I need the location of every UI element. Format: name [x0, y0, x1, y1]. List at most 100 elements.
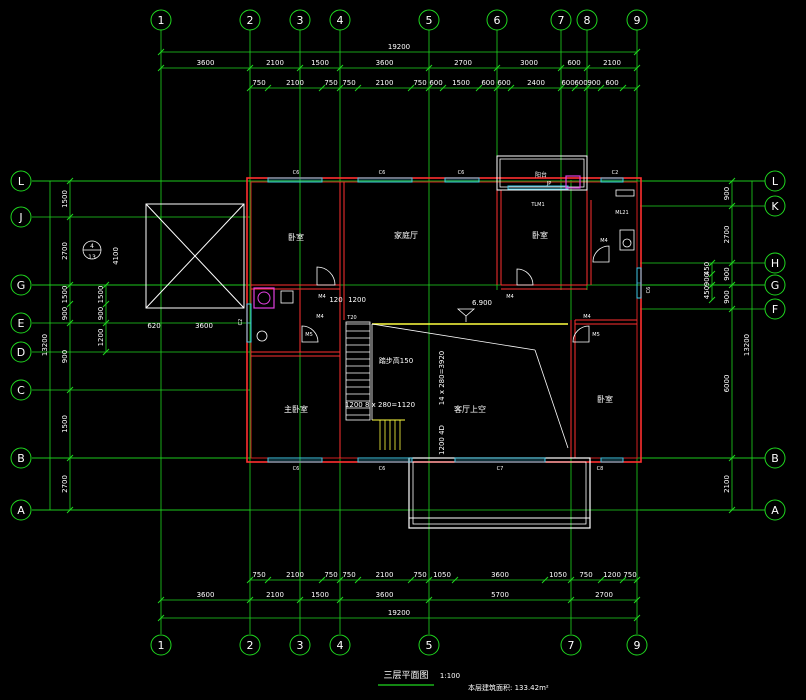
dim-top-row1-tick: [633, 64, 641, 72]
dim-top-row2-tick: [318, 84, 326, 92]
stair-flight: [345, 321, 371, 421]
dim-left-col1-tick: [66, 213, 74, 221]
axis-bubble-top: 7: [558, 14, 565, 27]
washer-icon: [565, 175, 581, 189]
door-label: M5: [305, 332, 313, 338]
window-label-bottom: C8: [597, 466, 604, 472]
room-label-terrace: 阳台: [535, 171, 547, 179]
dim-bottom-row1-value: 2100: [286, 571, 304, 579]
dim-top-row1-tick: [296, 64, 304, 72]
dim-bottom-row2-tick: [567, 596, 575, 604]
dim-bottom-row1-tick: [451, 576, 459, 584]
axis-bubble-left: C: [17, 384, 25, 397]
axis-bubble-bottom: 5: [426, 639, 433, 652]
dim-bottom-row2-tick: [633, 596, 641, 604]
dim-top-row2-tick: [571, 84, 579, 92]
dim-top-row2-value: 600: [481, 79, 494, 87]
dim-right-col1-value: 900: [723, 290, 731, 303]
axis-bubble-top-circle: [550, 9, 572, 31]
dim-bottom-row1-value: 1050: [549, 571, 567, 579]
door-label: M4: [583, 314, 591, 320]
drawing-area: 本层建筑面积: 133.42m²: [468, 683, 549, 692]
dim-top-row1-tick: [425, 64, 433, 72]
door-bedroom-e: [572, 325, 590, 343]
dim-top-row2-tick: [264, 84, 272, 92]
dim-right-col1-tick: [728, 454, 736, 462]
axis-bubble-top: 6: [494, 14, 501, 27]
axis-bubble-left-circle: [10, 312, 32, 334]
door-label: M4: [600, 238, 608, 244]
dim-left-col2-value: 1500: [97, 286, 105, 304]
toilet-icon-ne: [619, 229, 635, 251]
dim-top-row1-value: 2100: [266, 59, 284, 67]
dim-top-row2-tick: [246, 84, 254, 92]
dim-right-col2-tick: [708, 281, 716, 289]
dim-top-row2-tick: [354, 84, 362, 92]
dim-top-row2-tick: [597, 84, 605, 92]
axis-grid-lines: [32, 30, 765, 634]
dim-left-col1-value: 1500: [61, 190, 69, 208]
dim-top-row2-tick: [425, 84, 433, 92]
room-label-living-upper: 客厅上空: [454, 404, 486, 414]
dim-left-col1-tick: [66, 454, 74, 462]
toilet-bowl-icon: [622, 238, 632, 248]
dim-left-col2-tick: [102, 300, 110, 308]
axis-bubble-left: B: [17, 452, 25, 465]
sink-ne-icon: [615, 189, 635, 197]
axis-bubble-top-circle: [576, 9, 598, 31]
stair-calc2-label: 14 x 280=3920: [438, 351, 446, 406]
window-label-bottom: C6: [379, 466, 386, 472]
dim-bottom-row1-value: 750: [342, 571, 355, 579]
dim-bottom-row1-tick: [567, 576, 575, 584]
axis-bubble-right-circle: [764, 170, 786, 192]
dim-bottom-row1-tick: [633, 576, 641, 584]
axis-bubble-bottom-circle: [626, 634, 648, 656]
axis-bubble-right: G: [771, 279, 780, 292]
dim-top-row2-value: 750: [413, 79, 426, 87]
dim-tick: [633, 48, 641, 56]
axis-bubble-bottom-circle: [150, 634, 172, 656]
dim-right-col1-tick: [728, 281, 736, 289]
dim-left-col1-tick: [66, 300, 74, 308]
dim-right-col1-tick: [728, 202, 736, 210]
door-label-terrace2: ML21: [615, 210, 628, 216]
dim-right-col1-tick: [728, 259, 736, 267]
axis-bubble-left: L: [18, 175, 25, 188]
dim-bottom-row2-tick: [157, 596, 165, 604]
axis-bubble-left: A: [17, 504, 25, 517]
window-label-top: C6: [293, 170, 300, 176]
drawing-scale: 1:100: [440, 672, 460, 680]
axis-bubble-left-circle: [10, 341, 32, 363]
dim-bottom-total: 19200: [388, 609, 410, 617]
axis-bubble-bottom-circle: [329, 634, 351, 656]
axis-bubble-bottom: 1: [158, 639, 165, 652]
dim-top-row2-tick: [475, 84, 483, 92]
sink-icon: [256, 330, 268, 342]
t20-label: T20: [346, 315, 356, 321]
window-label-top: C6: [379, 170, 386, 176]
dim-bottom-row1-value: 3600: [491, 571, 509, 579]
dim-bottom-row1-value: 750: [623, 571, 636, 579]
dim-right-col1-tick: [728, 305, 736, 313]
axis-bubble-left-circle: [10, 499, 32, 521]
dim-top-row2-tick: [557, 84, 565, 92]
dim-label-4100: 4100: [112, 247, 120, 265]
dim-right-col1-tick: [728, 177, 736, 185]
dim-top-row1-tick: [246, 64, 254, 72]
axis-bubble-top: 9: [634, 14, 641, 27]
dim-bottom-row2-tick: [336, 596, 344, 604]
dim-top-row1-tick: [493, 64, 501, 72]
dim-bottom-row1-value: 1200: [603, 571, 621, 579]
dim-bottom-row1-tick: [597, 576, 605, 584]
dim-right-col2-value: 900: [703, 273, 711, 286]
dim-top-row1-value: 600: [567, 59, 580, 67]
dim-left-col1-value: 900: [61, 307, 69, 320]
room-label-master-bedroom: 主卧室: [284, 404, 308, 414]
axis-bubble-top-circle: [418, 9, 440, 31]
dim-right-col1-value: 6000: [723, 375, 731, 393]
void-box: [145, 203, 245, 309]
axis-bubble-top-circle: [289, 9, 311, 31]
void-cross: [145, 203, 245, 309]
dim-top-row2-tick: [583, 84, 591, 92]
dim-left-col1-tick: [66, 281, 74, 289]
